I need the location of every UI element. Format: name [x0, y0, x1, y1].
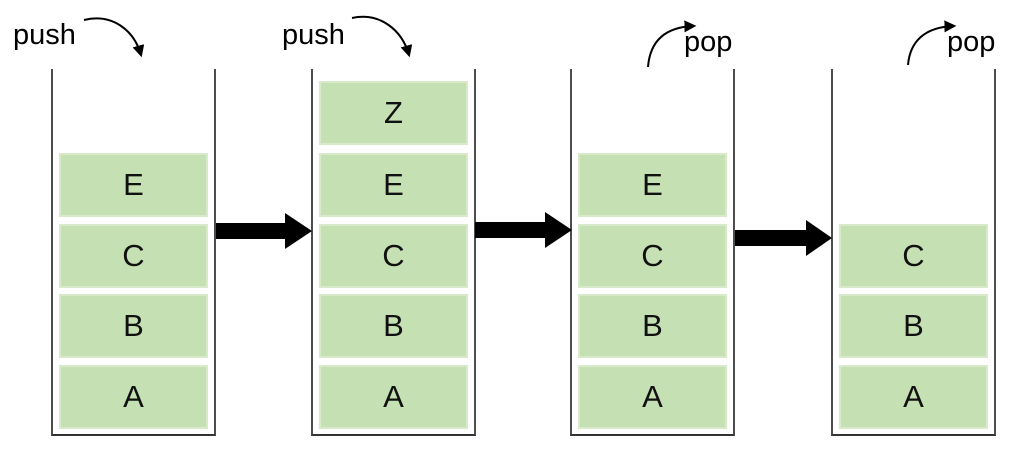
stack-item: E [319, 153, 468, 217]
push-arrow-icon-1 [83, 17, 145, 58]
stack-container-4: C B A [831, 69, 996, 436]
stack-item: E [578, 153, 727, 217]
operation-label-push-2: push [282, 19, 345, 51]
stack-item: B [578, 294, 727, 358]
stack-container-3: E C B A [570, 69, 735, 436]
stack-container-2: Z E C B A [311, 69, 476, 436]
stack-item: C [319, 224, 468, 288]
stack-item: B [319, 294, 468, 358]
stack-item: A [839, 365, 988, 429]
stack-item: A [319, 365, 468, 429]
stack-item: E [59, 153, 208, 217]
stack-item: C [839, 224, 988, 288]
operation-label-push-1: push [13, 19, 76, 51]
stack-container-1: E C B A [51, 69, 216, 436]
stack-item: B [59, 294, 208, 358]
transition-arrow-3 [735, 220, 832, 256]
stack-item: Z [319, 81, 468, 145]
transition-arrow-2 [475, 212, 572, 248]
transition-arrow-1 [216, 213, 312, 249]
stack-item: A [578, 365, 727, 429]
stack-item: C [578, 224, 727, 288]
push-arrow-icon-2 [351, 15, 413, 58]
operation-label-pop-2: pop [947, 26, 996, 58]
operation-label-pop-1: pop [684, 26, 733, 58]
stack-item: A [59, 365, 208, 429]
stack-item: C [59, 224, 208, 288]
stack-item: B [839, 294, 988, 358]
